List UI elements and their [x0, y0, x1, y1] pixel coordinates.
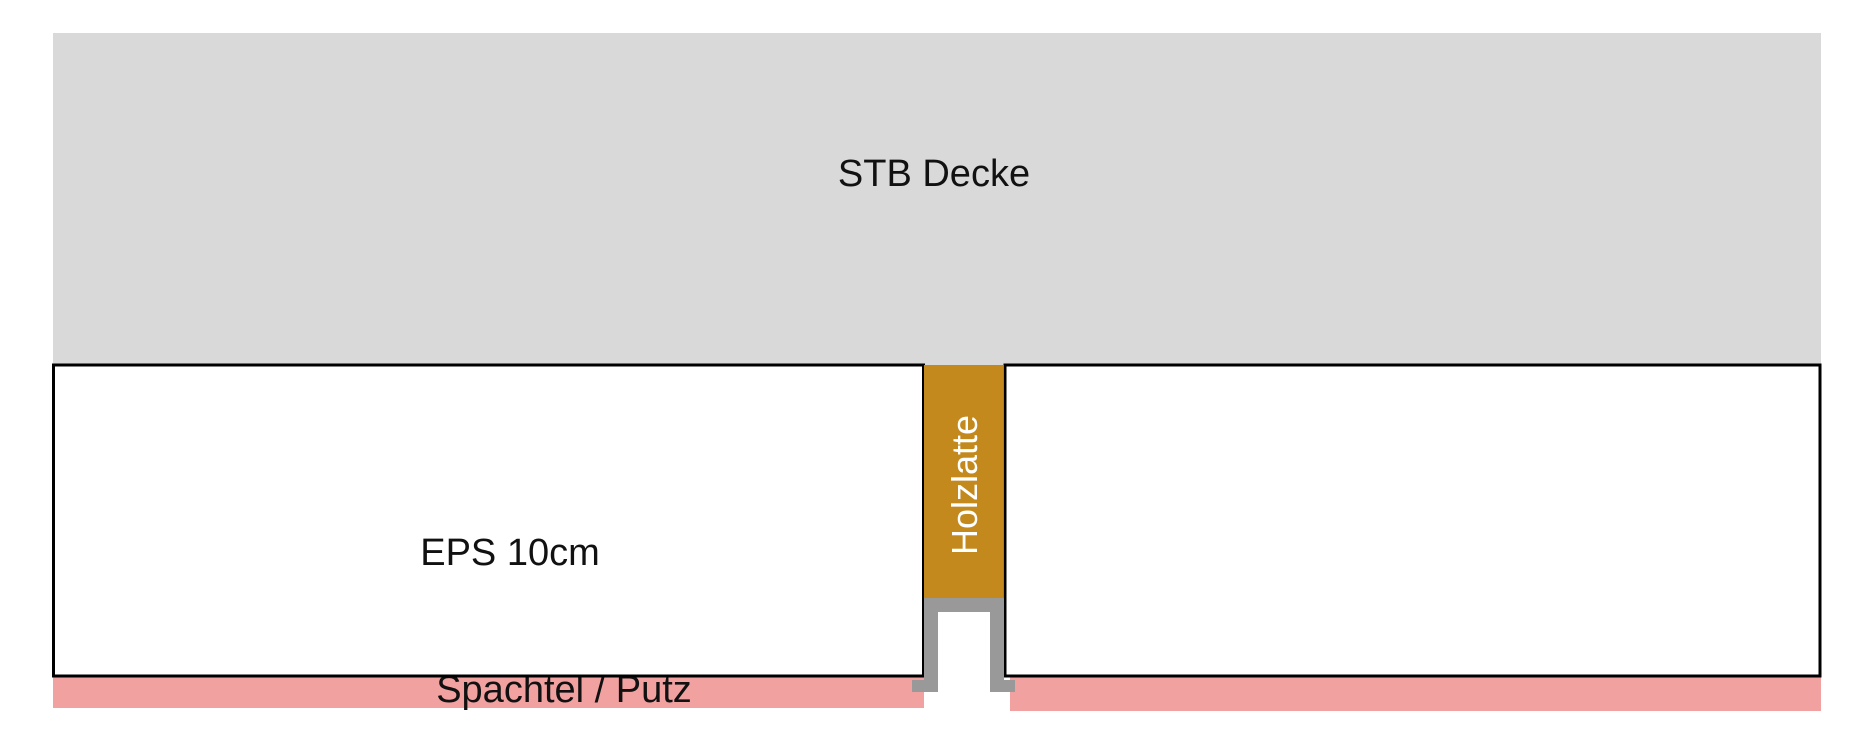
wood-batten	[924, 365, 1003, 598]
render-strip-left	[53, 677, 924, 708]
insulation-label: EPS 10cm	[420, 532, 600, 574]
eps-panel-left	[52, 363, 925, 678]
eps-panel-right	[1003, 363, 1822, 678]
slab-label: STB Decke	[838, 153, 1030, 195]
batten-label: Holzlatte	[944, 415, 985, 555]
stb-slab	[53, 33, 1821, 365]
render-strip-right	[1010, 677, 1821, 711]
metal-profile	[912, 598, 1015, 692]
